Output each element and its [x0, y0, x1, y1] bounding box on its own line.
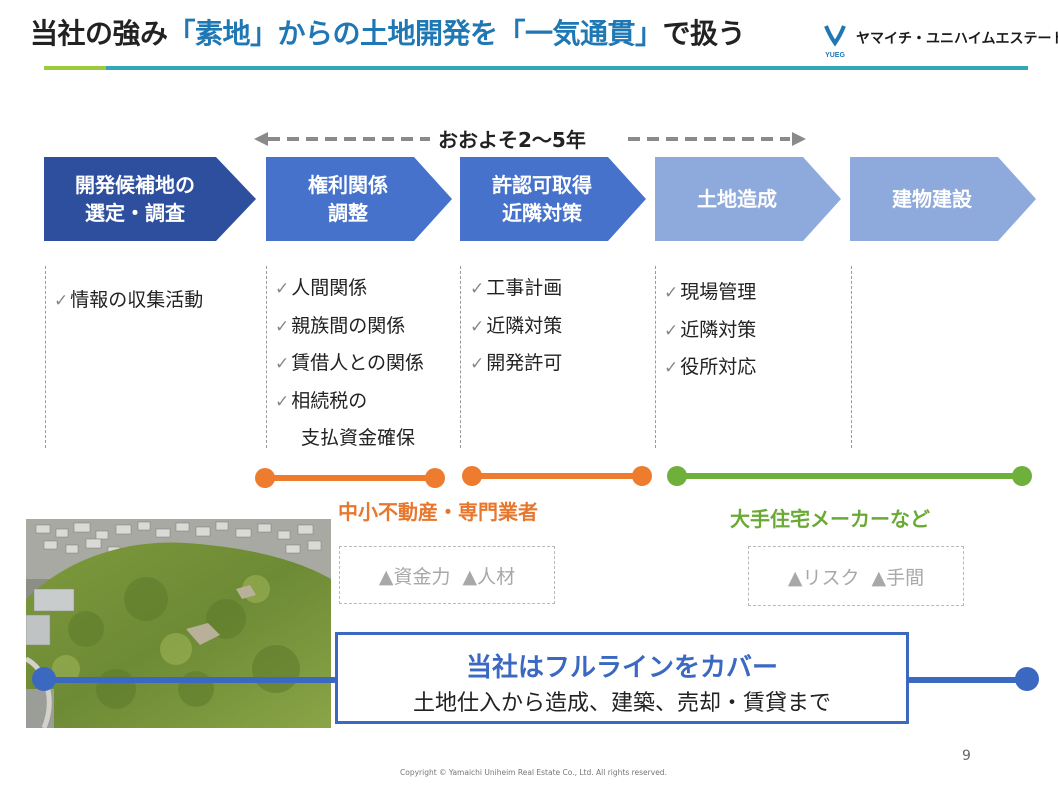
check-icon: ✓ [664, 283, 679, 303]
copyright-notice: Copyright © Yamaichi Uniheim Real Estate… [400, 768, 667, 777]
check-icon: ✓ [664, 320, 679, 341]
list-item-text: 賃借人との関係 [291, 352, 425, 374]
checklist-col1: ✓情報の収集活動 [54, 282, 203, 320]
logo-company-name: ヤマイチ・ユニハイムエステート [856, 31, 1058, 47]
list-item: ✓近隣対策 [470, 308, 562, 346]
orange-range-line [265, 475, 435, 481]
orange-range-start-dot [462, 466, 482, 486]
list-item-text: 現場管理 [680, 281, 757, 303]
list-item: ✓現場管理 [664, 274, 756, 312]
list-item: ✓相続税の [275, 383, 424, 421]
list-item-text: 人間関係 [291, 277, 368, 299]
list-item-text: 開発許可 [486, 352, 563, 374]
logo-mark-text: YUEG [825, 52, 845, 59]
column-divider-3 [460, 266, 461, 448]
orange-range-end-dot [425, 468, 445, 488]
list-item-text: 情報の収集活動 [70, 289, 204, 311]
step-label-2: 権利関係 調整 [308, 173, 388, 225]
weakness-box-right: ▲リスク ▲手間 [748, 546, 964, 606]
list-item: ✓近隣対策 [664, 312, 756, 350]
column-divider-2 [266, 266, 267, 448]
check-icon: ✓ [275, 391, 290, 412]
checklist-col2: ✓人間関係 ✓親族間の関係 ✓賃借人との関係 ✓相続税の 支払資金確保 [275, 270, 424, 457]
check-icon: ✓ [664, 358, 679, 378]
step-chevron-4: 土地造成 [655, 157, 841, 241]
step-label-4: 土地造成 [697, 187, 777, 211]
orange-range-line [472, 473, 642, 479]
list-item: ✓情報の収集活動 [54, 282, 203, 320]
check-icon: ✓ [470, 316, 485, 337]
list-item: ✓役所対応 [664, 349, 756, 387]
step-label-3: 許認可取得 近隣対策 [492, 173, 592, 225]
orange-range-2 [462, 465, 652, 489]
list-item-text: 役所対応 [680, 356, 757, 378]
list-item: ✓人間関係 [275, 270, 424, 308]
title-part3: で扱う [662, 17, 746, 50]
timeline-left-arrowhead-icon [254, 132, 268, 146]
check-icon: ✓ [275, 354, 290, 374]
column-divider-1 [45, 266, 46, 448]
timeline-right-arrowhead-icon [792, 132, 806, 146]
column-divider-4 [655, 266, 656, 448]
step-chevron-3: 許認可取得 近隣対策 [460, 157, 646, 241]
column-divider-5 [851, 266, 852, 448]
slide-title: 当社の強み「素地」からの土地開発を「一気通貫」で扱う [30, 12, 746, 52]
timeline-arrow [254, 132, 806, 146]
full-line-start-dot [32, 667, 56, 691]
title-underline-green [44, 66, 106, 70]
list-item: ✓親族間の関係 [275, 308, 424, 346]
step-chevron-5: 建物建設 [850, 157, 1036, 241]
step-chevron-2: 権利関係 調整 [266, 157, 452, 241]
step-label-5: 建物建設 [892, 187, 972, 211]
check-icon: ✓ [470, 354, 485, 374]
page-number: 9 [962, 748, 971, 764]
green-range-line [677, 473, 1022, 479]
list-item-text: 工事計画 [486, 277, 563, 299]
check-icon: ✓ [470, 279, 485, 299]
company-logo: YUEG ヤマイチ・ユニハイムエステート [818, 16, 1058, 60]
checklist-col3: ✓工事計画 ✓近隣対策 ✓開発許可 [470, 270, 562, 383]
list-item: ✓賃借人との関係 [275, 345, 424, 383]
full-line-end-dot [1015, 667, 1039, 691]
list-item-text: 近隣対策 [486, 314, 563, 337]
orange-range-1 [255, 467, 445, 491]
aerial-land-photo [26, 519, 331, 728]
list-item: ✓工事計画 [470, 270, 562, 308]
list-item: ✓開発許可 [470, 345, 562, 383]
orange-range-start-dot [255, 468, 275, 488]
list-item-text: 相続税の [291, 389, 368, 412]
list-item-text: 親族間の関係 [291, 314, 406, 337]
weakness-box-left: ▲資金力 ▲人材 [339, 546, 555, 604]
check-icon: ✓ [275, 279, 290, 299]
check-icon: ✓ [275, 316, 290, 337]
green-range-start-dot [667, 466, 687, 486]
timeline-label: おおよそ2〜5年 [438, 128, 586, 152]
checklist-col4: ✓現場管理 ✓近隣対策 ✓役所対応 [664, 274, 756, 387]
check-icon: ✓ [54, 291, 69, 311]
step-chevron-1: 開発候補地の 選定・調査 [44, 157, 256, 241]
full-line-callout: 当社はフルラインをカバー 土地仕入から造成、建築、売却・賃貸まで [335, 632, 909, 724]
callout-title: 当社はフルラインをカバー [465, 653, 778, 683]
callout-subtitle: 土地仕入から造成、建築、売却・賃貸まで [412, 691, 831, 716]
title-part2: 「素地」からの土地開発を「一気通貫」 [167, 17, 664, 50]
title-part1: 当社の強み [30, 17, 168, 50]
step-label-1: 開発候補地の 選定・調査 [75, 173, 195, 225]
list-item-text: 近隣対策 [680, 318, 757, 341]
orange-range-end-dot [632, 466, 652, 486]
green-range-label: 大手住宅メーカーなど [730, 507, 930, 531]
list-item-continuation: 支払資金確保 [301, 427, 416, 449]
title-underline-teal [106, 66, 1028, 70]
green-range-end-dot [1012, 466, 1032, 486]
orange-range-label: 中小不動産・専門業者 [338, 500, 538, 524]
logo-mark-icon: YUEG [822, 20, 848, 59]
green-range [667, 465, 1032, 489]
